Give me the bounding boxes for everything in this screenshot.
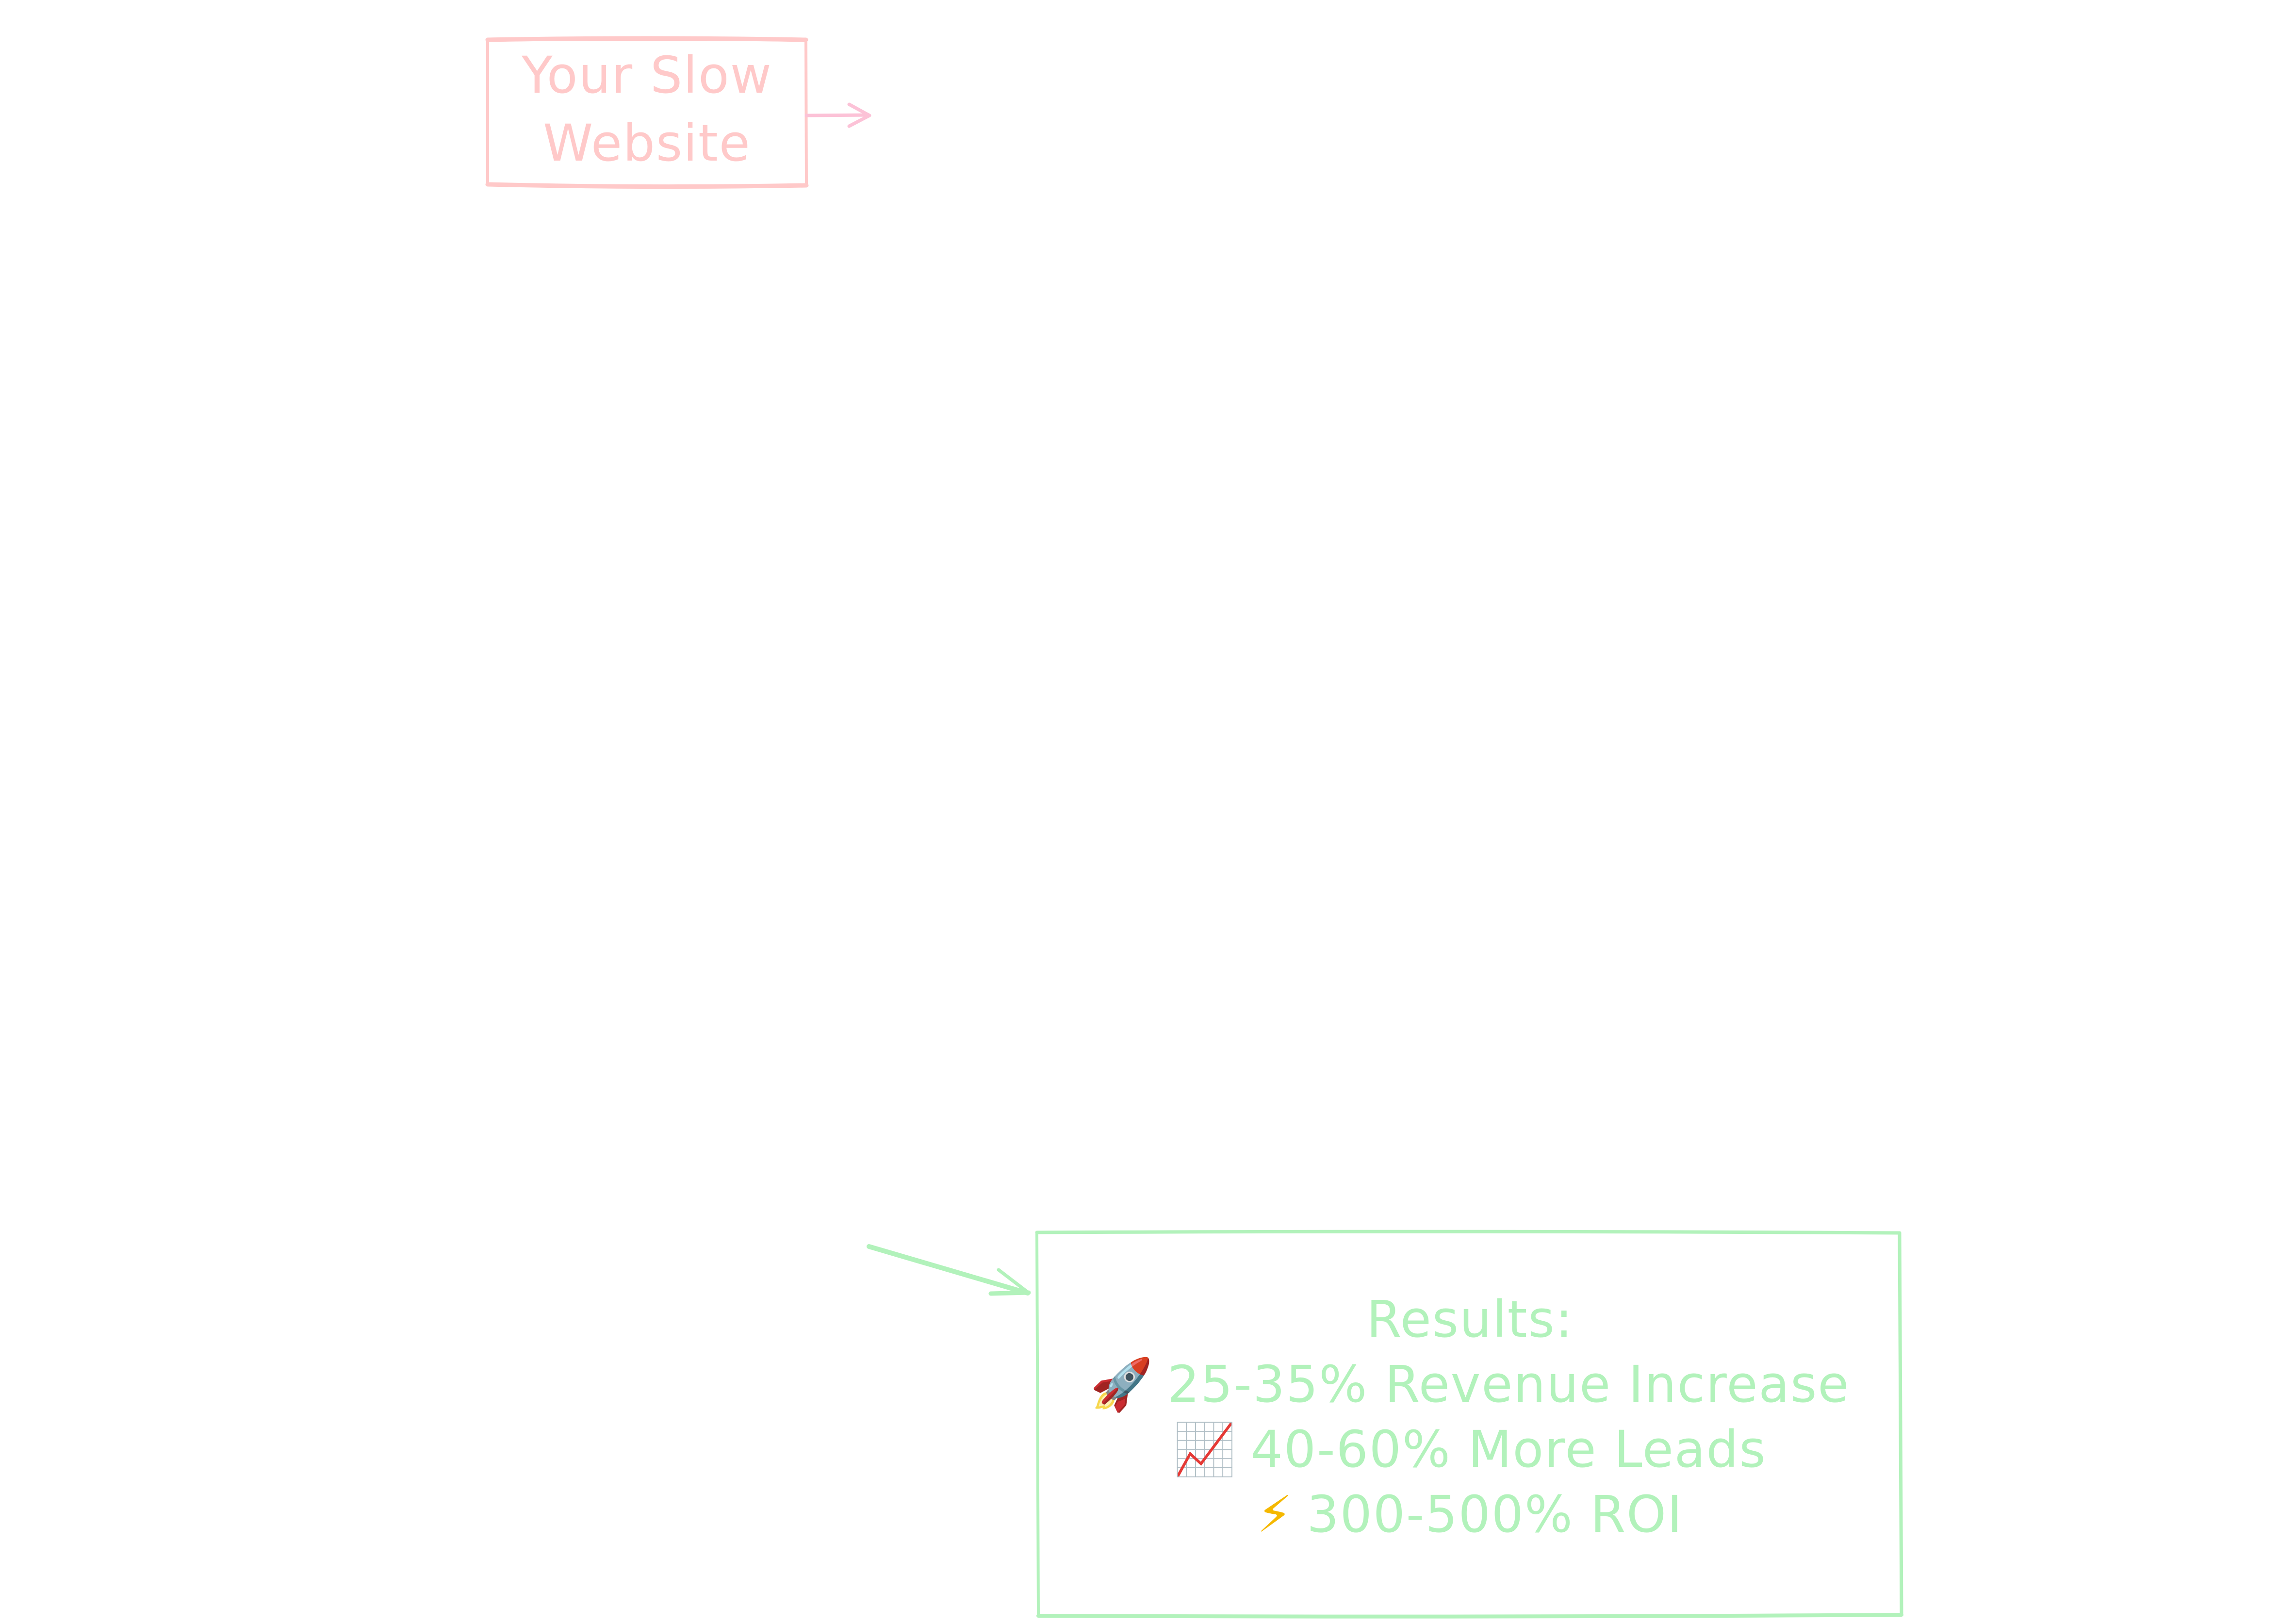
results-item: 🚀25-35% Revenue Increase [1039, 1352, 1901, 1417]
results-item: 📈40-60% More Leads [1039, 1417, 1901, 1482]
slow-website-line-2: Website [543, 114, 751, 173]
slow-website-line-1: Your Slow [522, 46, 772, 105]
results-item-text: 25-35% Revenue Increase [1167, 1355, 1850, 1414]
slow-website-label: Your Slow Website [488, 41, 806, 177]
results-item-text: 40-60% More Leads [1250, 1420, 1767, 1479]
chart-increasing-icon: 📈 [1173, 1420, 1237, 1479]
results-item-text: 300-500% ROI [1307, 1485, 1683, 1544]
slow-website-box[interactable] [485, 36, 809, 189]
lightning-icon: ⚡ [1257, 1485, 1294, 1544]
rocket-icon: 🚀 [1090, 1355, 1154, 1414]
results-in-arrow[interactable] [867, 1244, 1031, 1296]
results-item: ⚡300-500% ROI [1039, 1482, 1901, 1547]
results-title: Results: [1366, 1290, 1574, 1349]
results-label: Results: 🚀25-35% Revenue Increase 📈40-60… [1039, 1287, 1901, 1547]
slow-website-out-arrow[interactable] [804, 102, 871, 128]
results-box[interactable] [1035, 1230, 1903, 1619]
